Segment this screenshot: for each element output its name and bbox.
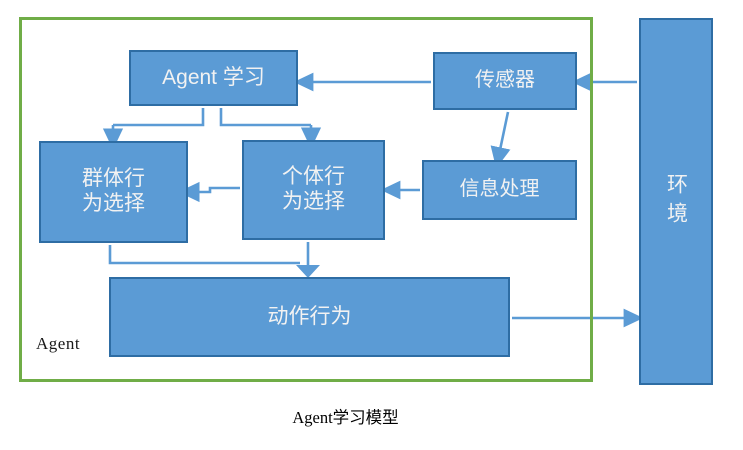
node-sensor[interactable]: 传感器	[433, 52, 577, 110]
node-action-behavior-label: 动作行为	[267, 304, 352, 328]
node-info-processing-label: 信息处理	[459, 178, 540, 201]
node-action-behavior[interactable]: 动作行为	[109, 277, 510, 357]
edge-agent-learning-split	[102, 108, 322, 150]
agent-boundary-box	[19, 17, 593, 382]
edge-individual-to-group	[178, 181, 240, 203]
figure-caption-text: Agent学习模型	[292, 408, 399, 427]
node-group-behavior-label: 群体行 为选择	[82, 167, 145, 215]
node-agent-learning-label: Agent 学习	[162, 65, 265, 89]
figure-caption: Agent学习模型	[0, 404, 743, 428]
node-sensor-label: 传感器	[475, 69, 535, 92]
agent-boundary-label: Agent	[36, 334, 81, 353]
node-agent-learning[interactable]: Agent 学习	[129, 50, 298, 106]
node-individual-behavior-label: 个体行 为选择	[282, 165, 345, 213]
node-info-processing[interactable]: 信息处理	[422, 160, 577, 220]
node-environment[interactable]: 环境	[639, 18, 713, 385]
edge-individual-to-action	[296, 242, 320, 278]
node-environment-label: 环境	[664, 172, 688, 231]
node-individual-behavior[interactable]: 个体行 为选择	[242, 140, 385, 240]
edge-sensor-to-info-processing	[490, 111, 511, 169]
edge-group-to-action	[108, 245, 300, 265]
node-group-behavior[interactable]: 群体行 为选择	[39, 141, 188, 243]
